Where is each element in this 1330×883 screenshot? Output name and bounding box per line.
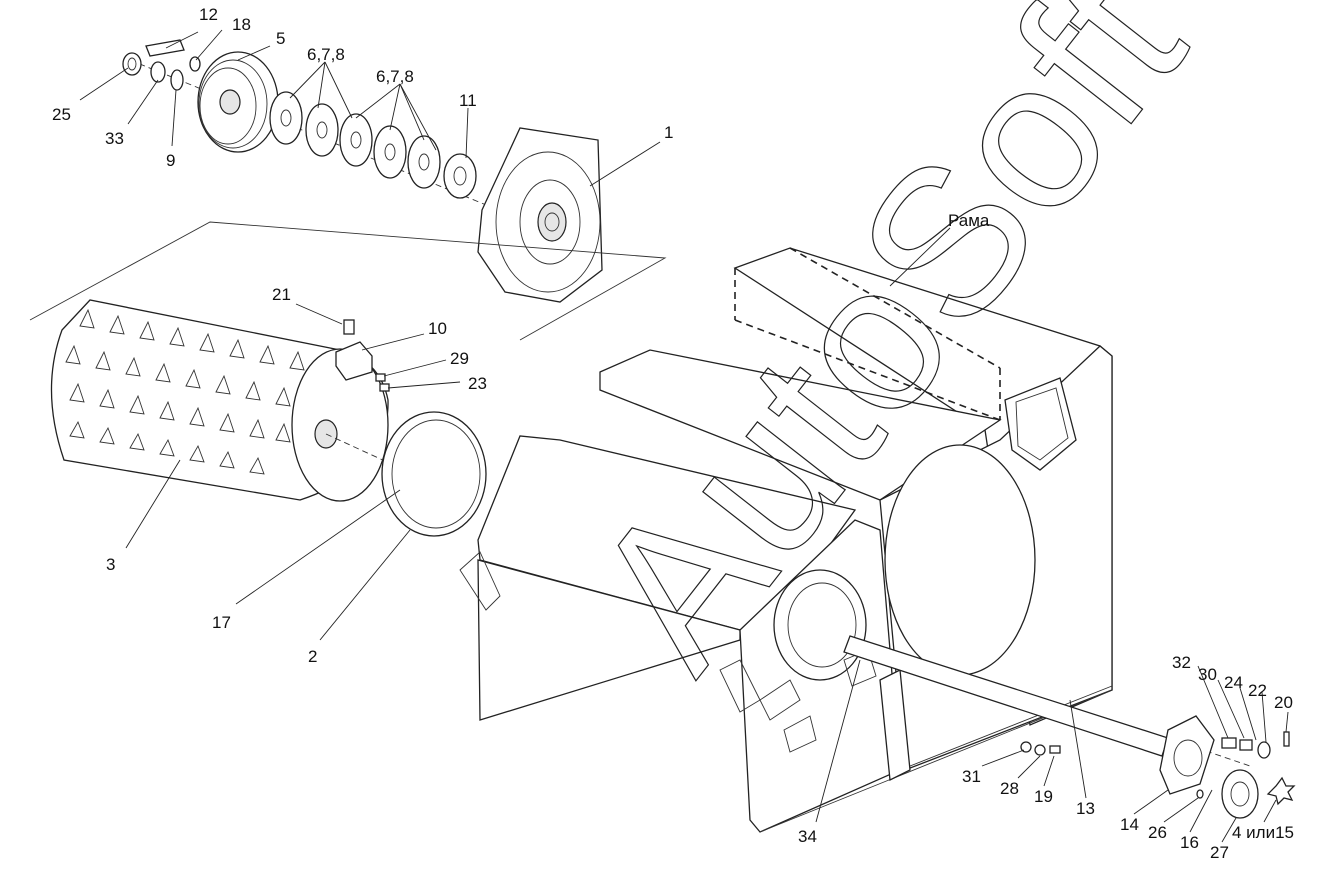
callout-5: 5 bbox=[276, 29, 285, 48]
pulley-group bbox=[122, 39, 603, 303]
leader-lines bbox=[79, 29, 1289, 843]
callout-30: 30 bbox=[1198, 665, 1217, 684]
callout-9: 9 bbox=[166, 151, 175, 170]
part-3-rotor bbox=[50, 299, 471, 502]
callout-16: 16 bbox=[1180, 833, 1199, 852]
rotor-outline-plane bbox=[29, 221, 667, 341]
parts-6-7-8-discs bbox=[269, 91, 441, 189]
part-24-ring bbox=[1239, 739, 1253, 751]
part-33-washer bbox=[150, 61, 166, 83]
callout-34: 34 bbox=[798, 827, 817, 846]
callout-22: 22 bbox=[1248, 681, 1267, 700]
part-31-washer bbox=[1020, 741, 1032, 753]
part-12-pin bbox=[145, 39, 185, 57]
callout-27: 27 bbox=[1210, 843, 1229, 862]
callout-28: 28 bbox=[1000, 779, 1019, 798]
callout-31: 31 bbox=[962, 767, 981, 786]
part-11-flange bbox=[443, 153, 477, 199]
callout-33: 33 bbox=[105, 129, 124, 148]
callout-19: 19 bbox=[1034, 787, 1053, 806]
callout-14: 14 bbox=[1120, 815, 1139, 834]
part-2-ring bbox=[381, 411, 487, 537]
callout-2: 2 bbox=[308, 647, 317, 666]
callout-29: 29 bbox=[450, 349, 469, 368]
part-25-ring bbox=[122, 52, 142, 76]
part-32-ring bbox=[1221, 737, 1237, 749]
part-26-screw bbox=[1196, 789, 1204, 799]
callout-labels: 12 18 5 6,7,8 6,7,8 25 33 9 11 1 Рама 21… bbox=[52, 5, 1294, 862]
part-10-bracket bbox=[335, 341, 373, 381]
part-14-flange bbox=[1159, 715, 1215, 795]
callout-13: 13 bbox=[1076, 799, 1095, 818]
part-27-bearing bbox=[1221, 769, 1259, 819]
callout-11: 11 bbox=[459, 91, 477, 110]
part-20-bolt bbox=[1283, 731, 1290, 747]
callout-4-or-15: 4 или15 bbox=[1232, 823, 1294, 842]
part-9-washer bbox=[170, 69, 184, 91]
callout-32: 32 bbox=[1172, 653, 1191, 672]
callout-10: 10 bbox=[428, 319, 447, 338]
callout-12: 12 bbox=[199, 5, 218, 24]
part-28-washer bbox=[1034, 744, 1046, 756]
callout-1: 1 bbox=[664, 123, 673, 142]
part-23-washer bbox=[379, 383, 390, 392]
callout-6-7-8-b: 6,7,8 bbox=[376, 67, 414, 86]
callout-23: 23 bbox=[468, 374, 487, 393]
callout-3: 3 bbox=[106, 555, 115, 574]
frame-label: Рама bbox=[948, 211, 990, 230]
callout-24: 24 bbox=[1224, 673, 1243, 692]
part-19-bolt bbox=[1049, 745, 1061, 754]
callout-21: 21 bbox=[272, 285, 291, 304]
part-18-washer bbox=[189, 56, 201, 72]
callout-26: 26 bbox=[1148, 823, 1167, 842]
callout-20: 20 bbox=[1274, 693, 1293, 712]
callout-6-7-8-a: 6,7,8 bbox=[307, 45, 345, 64]
part-22-nut bbox=[1257, 741, 1271, 759]
part-29-nut bbox=[375, 373, 386, 382]
callout-17: 17 bbox=[212, 613, 231, 632]
callout-18: 18 bbox=[232, 15, 251, 34]
part-21-bolt bbox=[343, 319, 355, 335]
part-4-or-15-star bbox=[1266, 776, 1296, 806]
callout-25: 25 bbox=[52, 105, 71, 124]
